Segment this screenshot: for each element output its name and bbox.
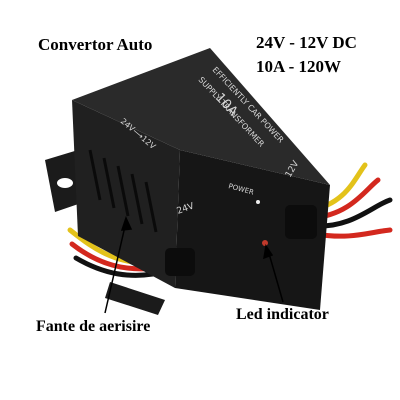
input-connector: [165, 248, 195, 276]
voltage-spec: 24V - 12V DC: [256, 33, 357, 52]
vents-caption: Fante de aerisire: [36, 318, 151, 335]
product-title: Convertor Auto: [38, 35, 153, 54]
rating-spec: 10A - 120W: [256, 57, 341, 76]
mounting-hole-left: [57, 178, 73, 188]
led-caption: Led indicator: [236, 306, 329, 323]
led-indicator-light: [262, 240, 268, 246]
output-connector: [285, 205, 317, 239]
ventilation-slots: [88, 149, 158, 233]
converter-front-side: [175, 150, 330, 310]
converter-top: [72, 48, 330, 185]
converter-left-side: [72, 100, 180, 288]
mounting-flange-bottom: [105, 282, 165, 315]
vent-arrow: [104, 215, 133, 314]
power-dot: [256, 200, 260, 204]
led-arrow: [263, 244, 284, 303]
